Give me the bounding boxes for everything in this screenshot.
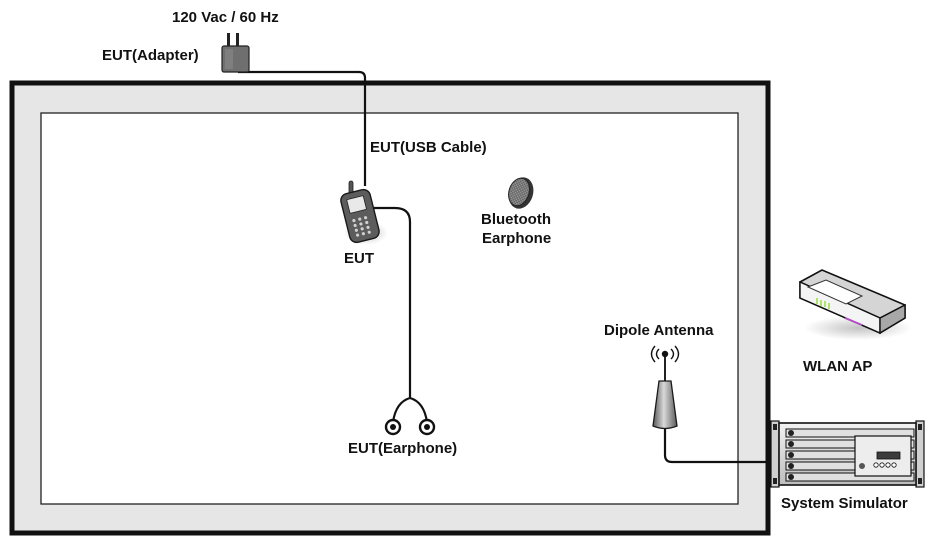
labels: 120 Vac / 60 Hz EUT(Adapter) EUT(USB Cab…	[102, 9, 908, 512]
adapter-label: EUT(Adapter)	[102, 47, 199, 64]
wired-earphone-icon	[384, 418, 436, 436]
wlan-router-icon	[799, 269, 912, 340]
antenna-to-simulator-cable	[663, 428, 790, 464]
bluetooth-label-line2: Earphone	[482, 230, 551, 247]
dipole-antenna-icon	[650, 345, 680, 430]
bluetooth-earphone-icon	[508, 177, 534, 209]
shielded-chamber	[9, 80, 771, 536]
usb-cable-label: EUT(USB Cable)	[370, 139, 487, 156]
bluetooth-label-line1: Bluetooth	[481, 211, 551, 228]
cables	[238, 70, 790, 464]
system-simulator-label: System Simulator	[781, 495, 908, 512]
usb-cable	[238, 70, 367, 186]
power-adapter-icon	[221, 33, 250, 73]
dipole-antenna-label: Dipole Antenna	[604, 322, 714, 339]
earphone-split	[391, 396, 429, 423]
earphone-cable	[374, 206, 412, 398]
wlan-ap-label: WLAN AP	[803, 358, 872, 375]
mobile-phone-icon	[340, 180, 388, 245]
power-label: 120 Vac / 60 Hz	[172, 9, 279, 26]
rack-simulator-icon	[770, 420, 925, 488]
earphone-label: EUT(Earphone)	[348, 440, 457, 457]
eut-label: EUT	[344, 250, 374, 267]
